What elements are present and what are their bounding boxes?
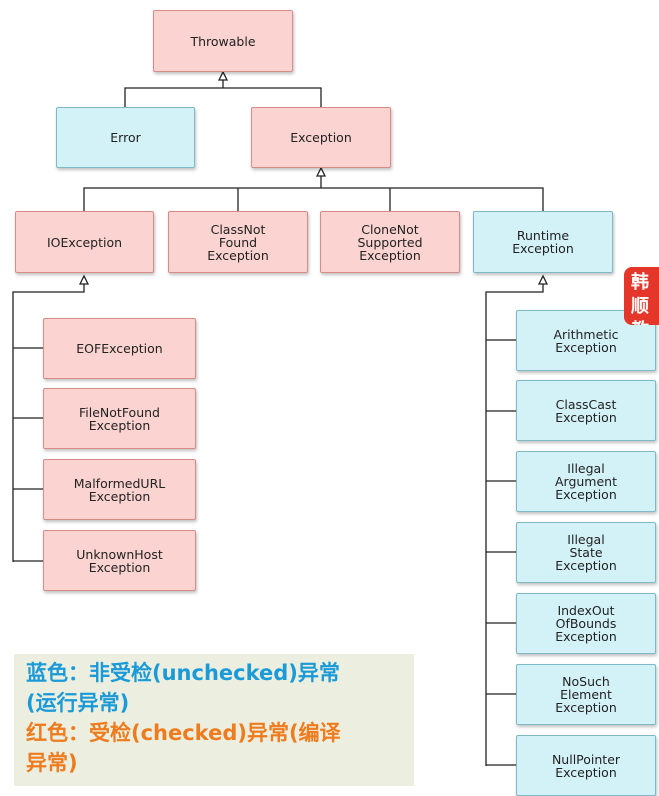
node-illegalargument-exception: Illegal Argument Exception — [516, 451, 656, 512]
legend-unchecked-line: 蓝色：非受检(unchecked)异常 — [26, 661, 340, 685]
node-nullpointer-exception: NullPointer Exception — [516, 735, 656, 796]
arrow-runtime — [537, 274, 549, 285]
node-runtime-exception: Runtime Exception — [473, 211, 613, 273]
node-arithmetic-exception: Arithmetic Exception — [516, 310, 656, 371]
node-filenotfound-exception: FileNotFound Exception — [43, 388, 196, 449]
node-eof-exception: EOFException — [43, 318, 196, 379]
node-unknownhost-exception: UnknownHost Exception — [43, 530, 196, 591]
brand-badge: 韩顺 教 — [624, 267, 659, 325]
node-illegalstate-exception: Illegal State Exception — [516, 522, 656, 583]
node-exception: Exception — [251, 107, 391, 168]
node-clonenotsupported-exception: CloneNot Supported Exception — [320, 211, 460, 273]
connector-exception — [83, 175, 544, 211]
node-classnotfound-exception: ClassNot Found Exception — [168, 211, 308, 273]
legend-checked-line: 红色：受检(checked)异常(编译 — [26, 721, 341, 745]
node-malformedurl-exception: MalformedURL Exception — [43, 459, 196, 520]
node-indexoutofbounds-exception: IndexOut OfBounds Exception — [516, 593, 656, 654]
node-ioexception: IOException — [15, 211, 154, 273]
legend-unchecked-subline: (运行异常) — [26, 691, 130, 715]
connector-runtime — [485, 283, 544, 766]
node-nosuchelement-exception: NoSuch Element Exception — [516, 664, 656, 725]
arrow-throwable — [217, 70, 229, 81]
legend-checked-subline: 异常) — [26, 751, 78, 775]
connector-ioexception — [12, 283, 85, 562]
node-classcast-exception: ClassCast Exception — [516, 380, 656, 441]
color-legend: 蓝色：非受检(unchecked)异常 (运行异常) 红色：受检(checked… — [14, 654, 414, 786]
arrow-ioexception — [78, 274, 90, 285]
node-throwable: Throwable — [153, 10, 293, 72]
arrow-exception — [315, 166, 327, 177]
node-error: Error — [56, 107, 195, 168]
